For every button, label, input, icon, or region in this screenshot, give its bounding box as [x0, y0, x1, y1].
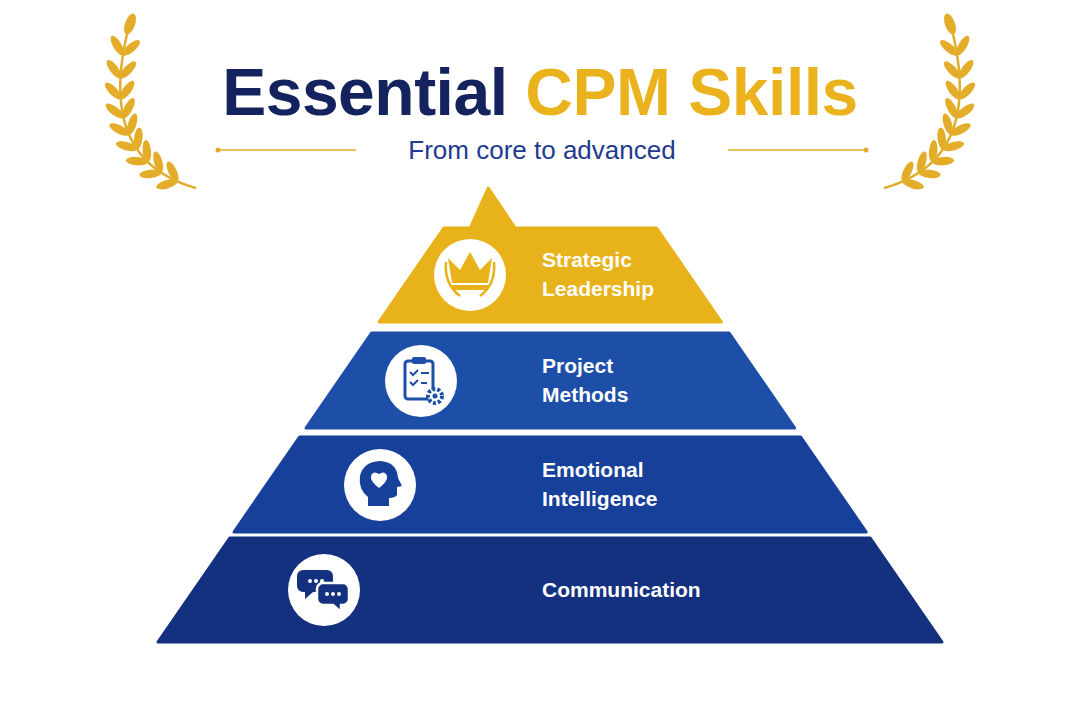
crown-icon: [434, 239, 506, 311]
chat-bubbles-icon: [288, 554, 360, 626]
band-fill: [158, 538, 942, 642]
band-shape: [232, 435, 868, 534]
band-label: Strategic Leadership: [542, 246, 692, 304]
band-fill: [234, 437, 866, 532]
pyramid-band: Project Methods: [304, 331, 797, 430]
head-heart-icon: [344, 449, 416, 521]
band-label: Project Methods: [542, 352, 692, 410]
clipboard-icon: [385, 345, 457, 417]
band-shape: [304, 331, 797, 430]
band-fill: [379, 188, 721, 322]
band-label: Communication: [542, 576, 701, 605]
pyramid-band: Communication: [156, 536, 944, 644]
pyramid-band: Strategic Leadership: [377, 186, 723, 324]
band-label: Emotional Intelligence: [542, 456, 712, 514]
laurel-wreath: [102, 12, 977, 191]
diagram-title: Essential CPM Skills: [222, 54, 858, 130]
pyramid-band: Emotional Intelligence: [232, 435, 868, 534]
band-fill: [306, 333, 795, 428]
subtitle: From core to advanced: [408, 135, 675, 166]
